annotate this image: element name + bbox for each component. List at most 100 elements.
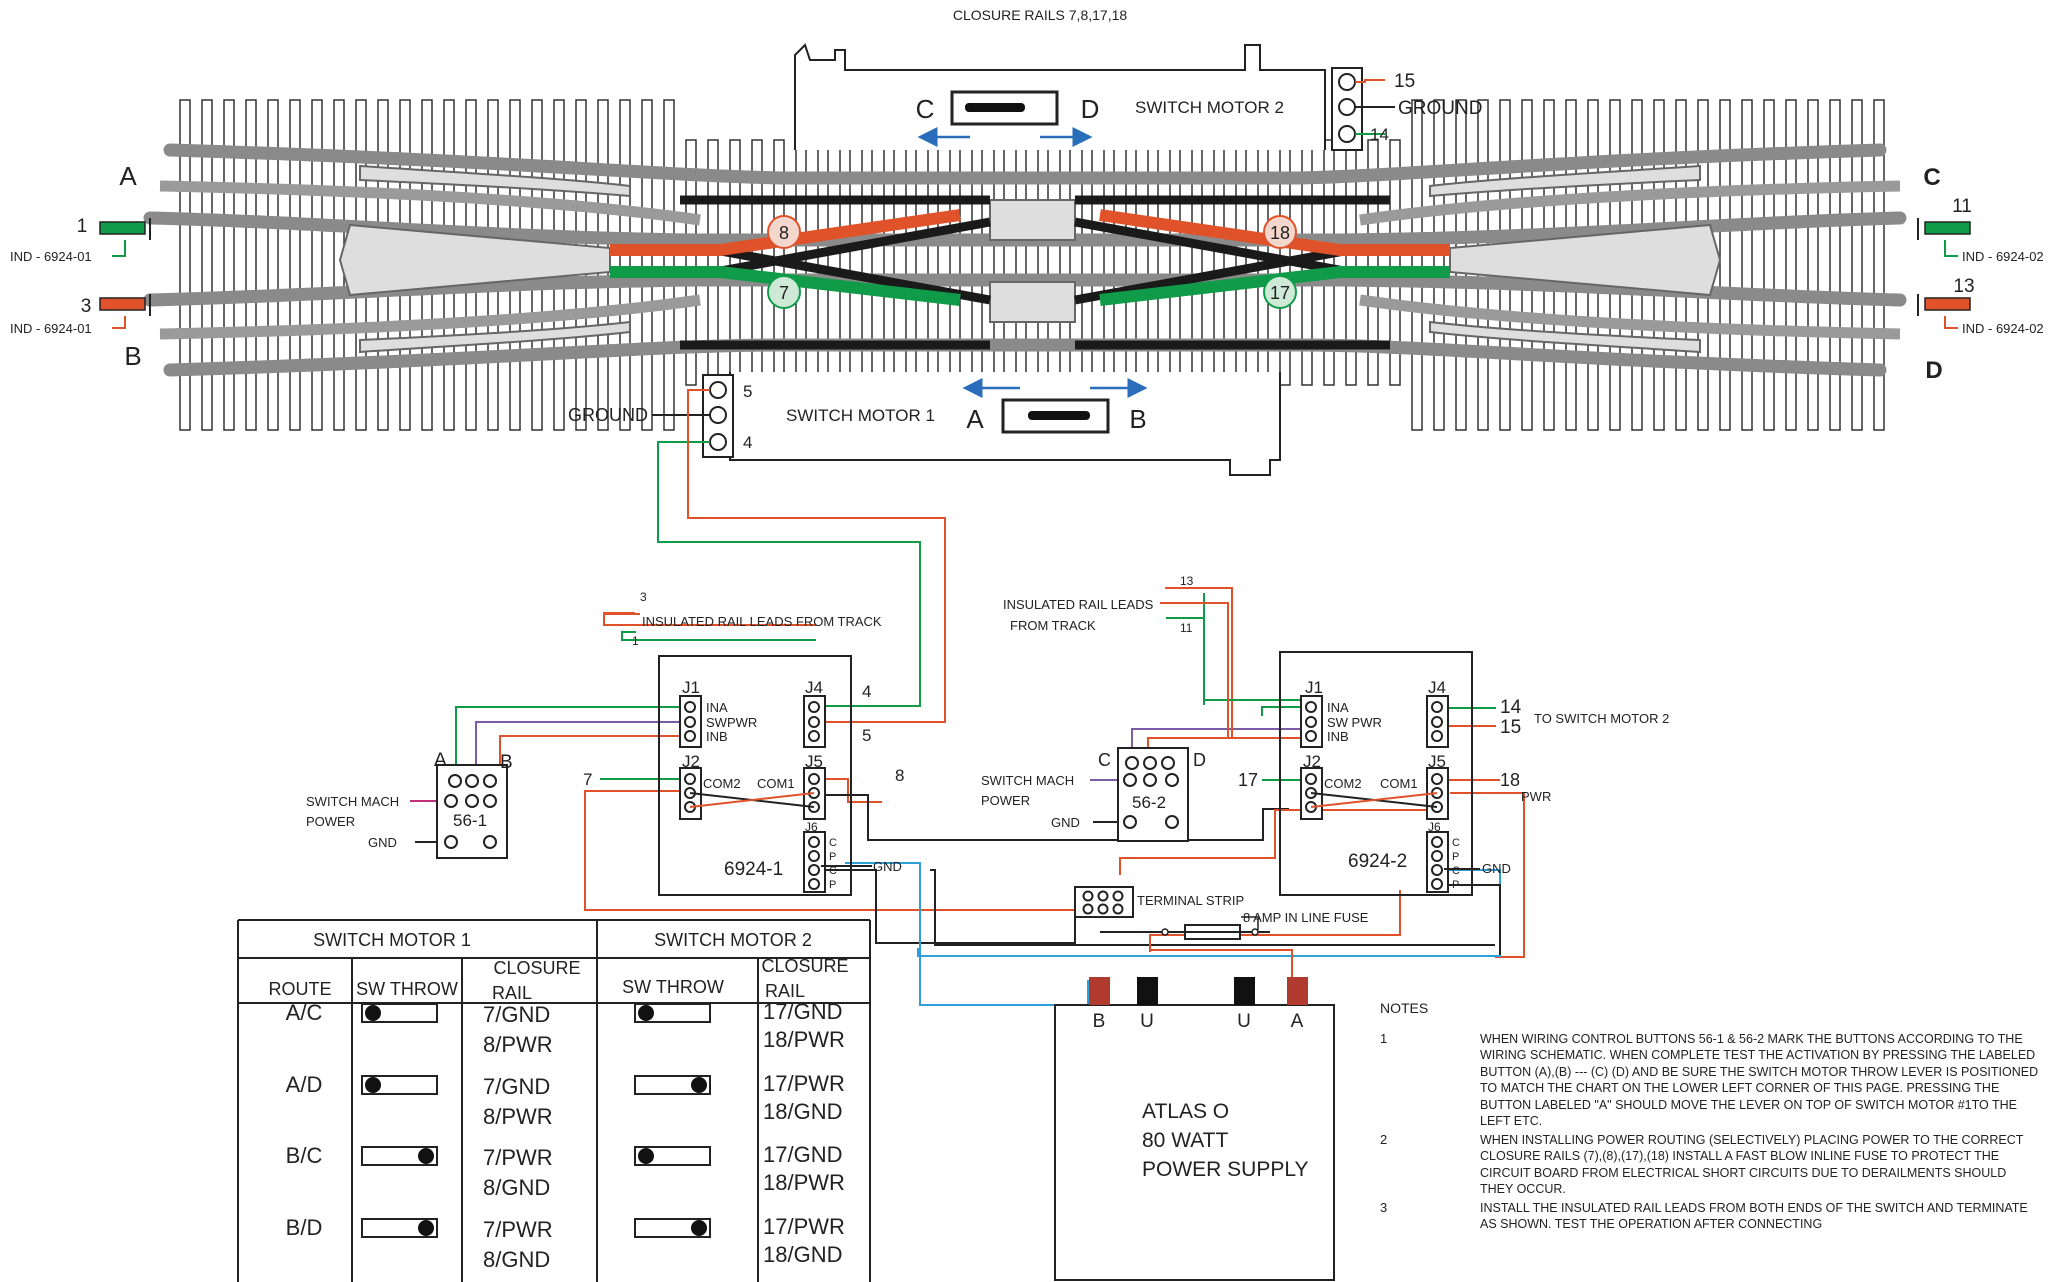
closure-cell: 8/PWR [483, 1032, 553, 1057]
svg-text:8: 8 [779, 223, 789, 243]
closure-cell: 7/PWR [483, 1217, 553, 1242]
track-tie [1741, 99, 1753, 431]
track-feeders [99, 218, 1971, 329]
closure-circle-7: 7 [767, 275, 801, 309]
track-end-c: C [1923, 164, 1940, 191]
svg-text:C: C [1098, 750, 1111, 770]
insulated-leads-1: INSULATED RAIL LEADS FROM TRACK 3 1 [603, 590, 882, 648]
note-number: 1 [1380, 1030, 1388, 1046]
svg-text:C: C [1452, 837, 1460, 849]
inline-fuse: 8 AMP IN LINE FUSE [1100, 910, 1369, 940]
route-cell: B/C [286, 1143, 323, 1168]
svg-text:SWITCH MOTOR 1: SWITCH MOTOR 1 [313, 930, 471, 950]
svg-text:CLOSURE: CLOSURE [493, 958, 580, 978]
closure-circle-8: 8 [767, 215, 801, 249]
svg-text:6924-1: 6924-1 [724, 859, 783, 880]
closure-cell: 7/GND [483, 1002, 550, 1027]
sw-throw-motor-2 [634, 1218, 711, 1238]
svg-text:J2: J2 [1303, 752, 1321, 771]
sm2-terminal-15: 15 [1394, 71, 1415, 92]
note-text: INSTALL THE INSULATED RAIL LEADS FROM BO… [1480, 1200, 2028, 1232]
svg-text:J6: J6 [1428, 820, 1441, 834]
insulated-leads-2: INSULATED RAIL LEADS FROM TRACK 13 11 [1003, 574, 1229, 738]
sw-throw-motor-2 [634, 1003, 711, 1023]
svg-text:POWER SUPPLY: POWER SUPPLY [1142, 1158, 1308, 1181]
notes-section: NOTES 1 WHEN WIRING CONTROL BUTTONS 56-1… [1380, 1000, 2060, 1235]
track-tie [289, 99, 301, 431]
sw-throw-motor-1 [361, 1146, 438, 1166]
track-tie [311, 99, 323, 431]
sm2-left-label: C [916, 94, 935, 124]
sm1-title: SWITCH MOTOR 1 [786, 406, 935, 425]
note-2: 2 WHEN INSTALLING POWER ROUTING (SELECTI… [1380, 1132, 2060, 1198]
sm1-terminal-4: 4 [743, 433, 752, 452]
track-tie [641, 99, 653, 431]
sm1-right-label: B [1129, 404, 1146, 434]
svg-text:J4: J4 [1428, 678, 1446, 697]
svg-text:14: 14 [1500, 697, 1522, 718]
sw-throw-motor-1-knob [418, 1148, 434, 1164]
closure-cell: 8/GND [483, 1247, 550, 1272]
svg-text:80 WATT: 80 WATT [1142, 1129, 1229, 1152]
ind-label-right-bottom: IND - 6924-02 [1962, 321, 2044, 336]
svg-text:SWITCH MACH: SWITCH MACH [981, 773, 1074, 788]
closure-cell: 7/GND [483, 1074, 550, 1099]
sm1-left-label: A [966, 404, 984, 434]
track-tie [223, 99, 235, 431]
track-tie [1851, 99, 1863, 431]
closure-cell: 18/GND [763, 1242, 842, 1267]
track-tie [1785, 99, 1797, 431]
svg-text:COM2: COM2 [703, 776, 741, 791]
svg-text:COM1: COM1 [1380, 776, 1418, 791]
ind-label-right-top: IND - 6924-02 [1962, 249, 2044, 264]
sw-throw-motor-1-knob [365, 1077, 381, 1093]
track-tie [179, 99, 191, 431]
svg-text:P: P [1452, 851, 1459, 863]
green-closure-rails [610, 266, 1450, 306]
svg-text:INSULATED RAIL LEADS FROM TRA: INSULATED RAIL LEADS FROM TRACK [642, 614, 882, 629]
track-tie [619, 99, 631, 431]
closure-cell: 7/PWR [483, 1145, 553, 1170]
svg-text:RAIL: RAIL [765, 981, 805, 1001]
svg-text:GND: GND [368, 835, 397, 850]
closure-cell: 18/PWR [763, 1170, 845, 1195]
svg-text:INA: INA [1327, 700, 1349, 715]
svg-text:15: 15 [1500, 717, 1521, 738]
svg-text:GND: GND [1051, 815, 1080, 830]
svg-text:INA: INA [706, 700, 728, 715]
crossover-track: 8 7 18 17 A B C D 1 3 11 13 IND - 6924-0… [10, 99, 2044, 431]
note-number: 2 [1380, 1131, 1388, 1147]
track-tie [1433, 99, 1445, 431]
svg-text:18: 18 [1270, 223, 1290, 243]
power-supply: B U U A ATLAS O 80 WATT POWER SUPPLY [1054, 977, 1335, 1281]
svg-text:C: C [829, 837, 837, 849]
wire-number-1: 1 [77, 216, 88, 237]
svg-text:FROM TRACK: FROM TRACK [1010, 618, 1096, 633]
track-tie [1807, 99, 1819, 431]
svg-text:4: 4 [862, 682, 871, 701]
track-tie [1829, 99, 1841, 431]
svg-text:SW THROW: SW THROW [622, 977, 724, 997]
track-tie [267, 99, 279, 431]
svg-text:CLOSURE: CLOSURE [761, 956, 848, 976]
sm1-terminal-5: 5 [743, 382, 752, 401]
svg-text:B: B [500, 752, 513, 773]
closure-cell: 18/GND [763, 1099, 842, 1124]
svg-text:SW PWR: SW PWR [1327, 715, 1382, 730]
svg-text:J6: J6 [805, 820, 818, 834]
svg-text:J5: J5 [805, 752, 823, 771]
svg-text:6924-2: 6924-2 [1348, 851, 1407, 872]
svg-text:11: 11 [1180, 621, 1193, 635]
svg-text:P: P [1452, 879, 1459, 891]
sw-throw-motor-2-knob [638, 1005, 654, 1021]
circuit-board-6924-2: J1 J2 J4 J5 J6 INA SW PWR INB COM2 COM1 … [1238, 651, 1669, 896]
svg-text:ATLAS O: ATLAS O [1142, 1100, 1229, 1123]
track-tie [1367, 139, 1379, 386]
svg-text:C: C [829, 865, 837, 877]
svg-text:COM1: COM1 [757, 776, 795, 791]
svg-text:GND: GND [1482, 861, 1511, 876]
svg-text:COM2: COM2 [1324, 776, 1362, 791]
closure-rails-header: CLOSURE RAILS 7,8,17,18 [953, 7, 1128, 23]
svg-text:ROUTE: ROUTE [269, 979, 332, 999]
sm2-terminal-ground: GROUND [1398, 98, 1482, 119]
